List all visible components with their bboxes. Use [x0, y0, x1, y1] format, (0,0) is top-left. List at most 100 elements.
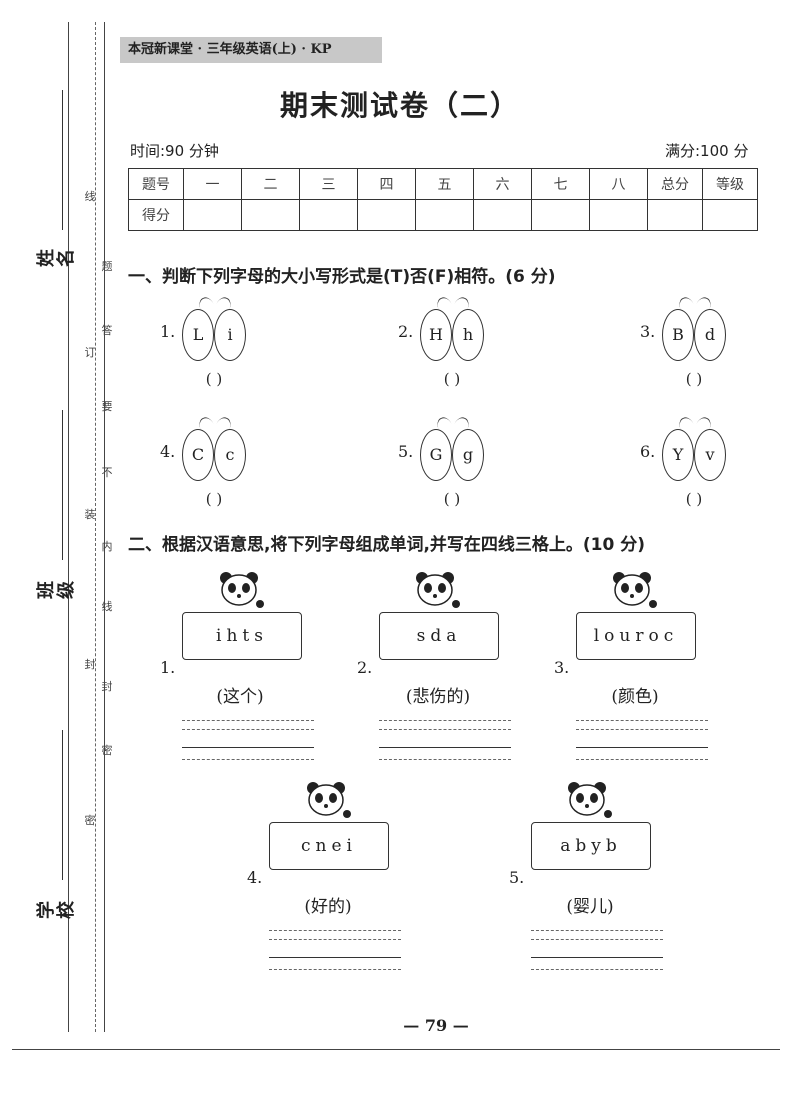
binding-char: 密: [84, 814, 96, 827]
answer-blank[interactable]: ( ): [685, 490, 703, 508]
score-table-score-row: 得分: [128, 199, 758, 231]
answer-blank[interactable]: ( ): [443, 370, 461, 388]
table-cell: 四: [357, 168, 416, 200]
butterfly-right-wing: i: [214, 309, 246, 361]
binding-char: 密: [101, 744, 113, 757]
binding-char: 要: [101, 400, 113, 413]
four-line-grid[interactable]: [182, 720, 314, 760]
answer-blank[interactable]: ( ): [205, 490, 223, 508]
binding-char: 答: [101, 324, 113, 337]
four-line-grid[interactable]: [576, 720, 708, 760]
school-field-label: 学校: [36, 901, 77, 919]
binding-char: 封: [84, 658, 96, 671]
butterfly-right-wing: c: [214, 429, 246, 481]
butterfly-left-wing: G: [420, 429, 452, 481]
panda-icon: [613, 572, 657, 608]
time-label: 时间:90 分钟: [130, 142, 219, 160]
question-number: 2.: [357, 658, 373, 677]
panda-icon: [568, 782, 612, 818]
question-number: 3.: [640, 322, 656, 341]
score-input-cell[interactable]: [357, 199, 416, 231]
letter-box: cnei: [269, 822, 389, 870]
butterfly-left-wing: B: [662, 309, 694, 361]
binding-line-outer: [68, 22, 69, 1032]
table-cell: 二: [241, 168, 300, 200]
four-line-grid[interactable]: [379, 720, 511, 760]
section2-heading: 二、根据汉语意思,将下列字母组成单词,并写在四线三格上。(10 分): [128, 535, 646, 555]
letter-box: louroc: [576, 612, 696, 660]
binding-char: 线: [101, 600, 113, 613]
score-input-cell[interactable]: [299, 199, 358, 231]
question-number: 3.: [554, 658, 570, 677]
score-input-cell[interactable]: [589, 199, 648, 231]
answer-blank[interactable]: ( ): [685, 370, 703, 388]
four-line-grid[interactable]: [269, 930, 401, 970]
table-cell: 得分: [128, 199, 184, 231]
name-field-label: 姓名: [36, 249, 77, 267]
score-input-cell[interactable]: [183, 199, 242, 231]
table-cell: 等级: [702, 168, 758, 200]
score-input-cell[interactable]: [531, 199, 590, 231]
bottom-rule: [12, 1049, 780, 1050]
table-cell: 七: [531, 168, 590, 200]
panda-icon: [416, 572, 460, 608]
chinese-meaning: (悲伤的): [405, 687, 471, 707]
score-input-cell[interactable]: [702, 199, 758, 231]
table-cell: 题号: [128, 168, 184, 200]
table-cell: 总分: [647, 168, 703, 200]
butterfly-right-wing: g: [452, 429, 484, 481]
binding-char: 题: [101, 260, 113, 273]
letter-box: sda: [379, 612, 499, 660]
binding-char: 订: [84, 346, 96, 359]
letter-box: ihts: [182, 612, 302, 660]
chinese-meaning: (颜色): [611, 687, 659, 707]
butterfly-right-wing: d: [694, 309, 726, 361]
section1-heading: 一、判断下列字母的大小写形式是(T)否(F)相符。(6 分): [128, 267, 556, 287]
answer-blank[interactable]: ( ): [443, 490, 461, 508]
question-number: 4.: [247, 868, 263, 887]
butterfly-left-wing: L: [182, 309, 214, 361]
page-title: 期末测试卷（二）: [279, 89, 520, 122]
series-header-tag: 本冠新课堂 · 三年级英语(上) · KP: [120, 37, 382, 63]
chinese-meaning: (好的): [304, 897, 352, 917]
butterfly-left-wing: Y: [662, 429, 694, 481]
question-number: 1.: [160, 658, 176, 677]
butterfly-right-wing: v: [694, 429, 726, 481]
binding-line-dashed: [95, 22, 96, 1032]
binding-char: 不: [101, 466, 113, 479]
panda-icon: [307, 782, 351, 818]
four-line-grid[interactable]: [531, 930, 663, 970]
binding-char: 线: [84, 190, 96, 203]
table-cell: 六: [473, 168, 532, 200]
chinese-meaning: (婴儿): [566, 897, 614, 917]
question-number: 5.: [509, 868, 525, 887]
answer-blank[interactable]: ( ): [205, 370, 223, 388]
score-input-cell[interactable]: [473, 199, 532, 231]
binding-line-inner: [104, 22, 105, 1032]
class-field-label: 班级: [36, 581, 77, 599]
binding-char: 封: [101, 680, 113, 693]
question-number: 6.: [640, 442, 656, 461]
binding-char: 装: [84, 508, 96, 521]
butterfly-right-wing: h: [452, 309, 484, 361]
question-number: 2.: [398, 322, 414, 341]
table-cell: 一: [183, 168, 242, 200]
butterfly-left-wing: H: [420, 309, 452, 361]
table-cell: 八: [589, 168, 648, 200]
score-input-cell[interactable]: [241, 199, 300, 231]
question-number: 4.: [160, 442, 176, 461]
question-number: 5.: [398, 442, 414, 461]
letter-box: abyb: [531, 822, 651, 870]
class-field-line[interactable]: [62, 410, 63, 560]
score-input-cell[interactable]: [415, 199, 474, 231]
school-field-line[interactable]: [62, 730, 63, 880]
table-cell: 五: [415, 168, 474, 200]
chinese-meaning: (这个): [216, 687, 264, 707]
name-field-line[interactable]: [62, 90, 63, 230]
score-table-header-row: 题号 一 二 三 四 五 六 七 八 总分 等级: [128, 168, 758, 200]
score-input-cell[interactable]: [647, 199, 703, 231]
butterfly-left-wing: C: [182, 429, 214, 481]
full-score-label: 满分:100 分: [665, 142, 749, 160]
question-number: 1.: [160, 322, 176, 341]
score-table: 题号 一 二 三 四 五 六 七 八 总分 等级 得分: [128, 168, 758, 231]
